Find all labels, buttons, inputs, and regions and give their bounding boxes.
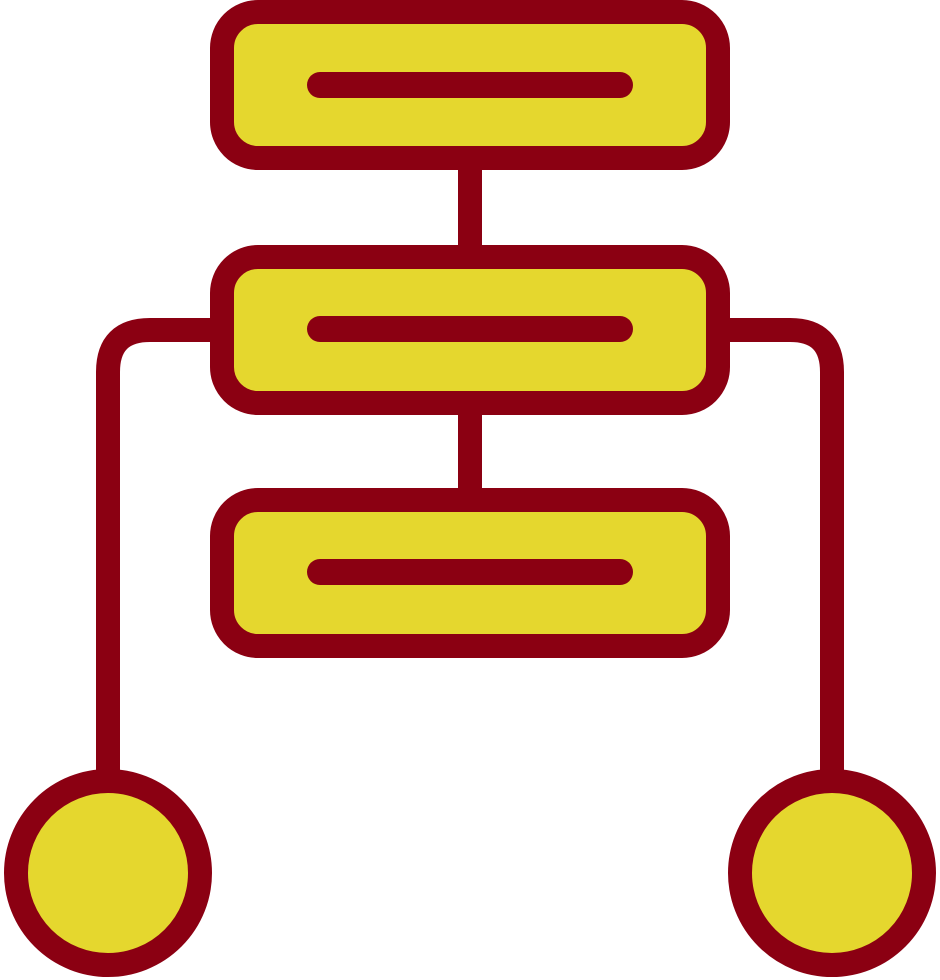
node-box-top — [210, 0, 730, 170]
endpoint-circle-right — [728, 769, 936, 977]
connector-right-branch — [728, 318, 844, 780]
endpoint-circle-left — [4, 769, 212, 977]
node-box-bottom — [210, 488, 730, 658]
connector-left-branch — [96, 318, 212, 780]
node-box-middle — [210, 245, 730, 415]
